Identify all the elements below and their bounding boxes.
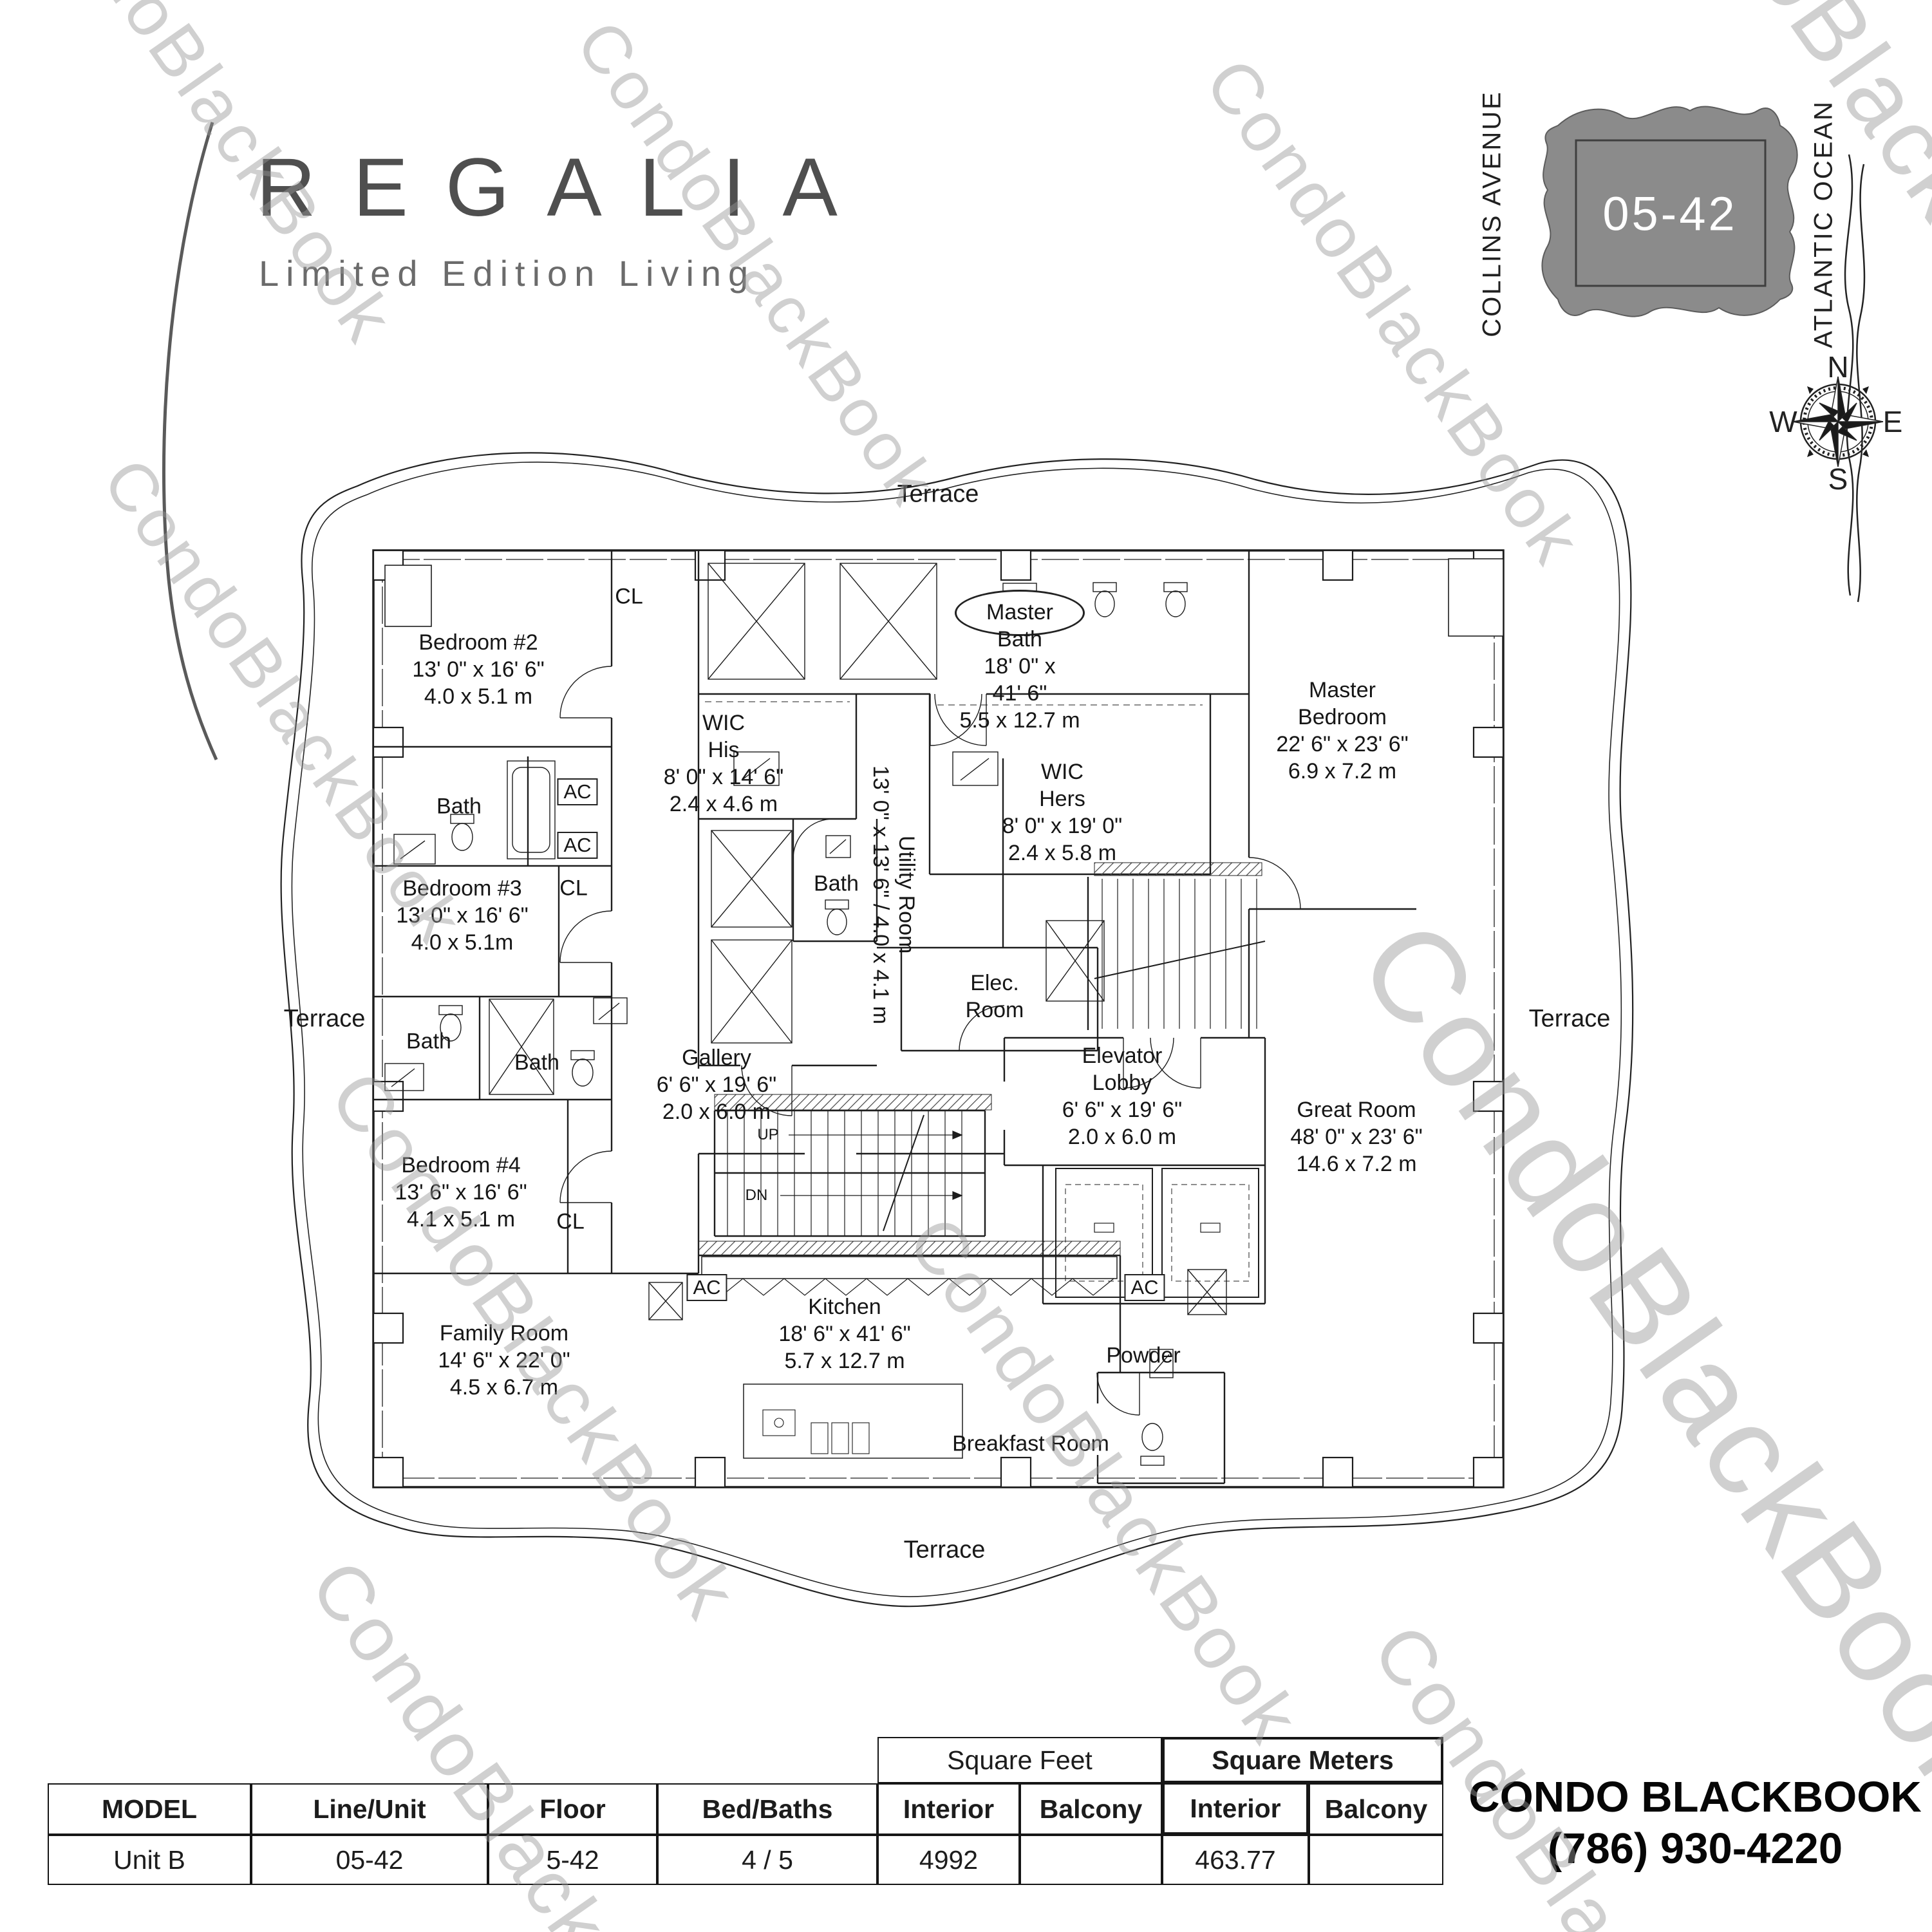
hatched-walls	[698, 862, 1262, 1256]
bath-fixtures	[384, 582, 1203, 1466]
footer-brand: CONDO BLACKBOOK (786) 930-4220	[1460, 1772, 1930, 1875]
cell-bed-baths: 4 / 5	[657, 1835, 877, 1885]
terrace-label-right: Terrace	[1528, 1005, 1611, 1033]
stairs-up-label: UP	[757, 1126, 779, 1143]
terrace-label-top: Terrace	[897, 480, 979, 508]
compass-south-label: S	[1828, 462, 1848, 496]
unit-perimeter	[372, 549, 1505, 1488]
col-header-sm-interior: Interior	[1162, 1783, 1309, 1835]
ocean-waves	[1844, 154, 1866, 603]
ac-unit-label-4: AC	[1124, 1274, 1165, 1301]
kitchen-fixtures	[701, 1256, 1118, 1459]
closet-label-bedroom3: CL	[559, 876, 588, 901]
room-label-elec: Elec.Room	[965, 971, 1024, 1022]
stairs-down-label: DN	[745, 1186, 768, 1204]
elevator-cars	[1055, 1168, 1259, 1298]
stairs-lower	[727, 1111, 963, 1236]
col-header-model: MODEL	[48, 1783, 251, 1835]
col-header-sm-balcony: Balcony	[1309, 1783, 1443, 1835]
cell-sm-balcony	[1309, 1835, 1443, 1885]
room-label-breakfast: Breakfast Room	[952, 1431, 1109, 1456]
compass-rose	[1792, 376, 1884, 467]
col-header-sf-balcony: Balcony	[1020, 1783, 1162, 1835]
closet-label-bedroom2: CL	[615, 584, 643, 609]
col-header-bed-baths: Bed/Baths	[657, 1783, 877, 1835]
footer-phone: (786) 930-4220	[1547, 1824, 1843, 1873]
col-header-floor: Floor	[488, 1783, 657, 1835]
bath-label-left: Bath	[406, 1029, 451, 1054]
unit-locator-badge	[1541, 106, 1798, 317]
group-header-square-feet: Square Feet	[877, 1737, 1162, 1783]
terrace-border	[280, 452, 1634, 1608]
ac-unit-label-2: AC	[557, 832, 598, 859]
bath-label-center: Bath	[814, 871, 859, 896]
terrace-label-bottom: Terrace	[903, 1536, 986, 1564]
spec-table-spacer	[251, 1737, 488, 1783]
interior-walls	[373, 550, 1416, 1485]
stairs-service	[1094, 879, 1266, 1029]
compass-east-label: E	[1882, 405, 1903, 438]
spec-table-spacer	[488, 1737, 657, 1783]
ac-unit-label-1: AC	[557, 778, 598, 805]
master-tub-outline	[955, 590, 1085, 636]
closet-label-bedroom4: CL	[556, 1209, 585, 1234]
door-swings	[559, 666, 1301, 1416]
terrace-label-left: Terrace	[283, 1005, 366, 1033]
bath-label-right: Bath	[514, 1050, 559, 1075]
columns	[372, 549, 1505, 1488]
shaft-boxes	[648, 563, 1227, 1320]
compass-north-label: N	[1827, 350, 1849, 384]
street-label-atlantic: ATLANTIC OCEAN	[1809, 100, 1838, 348]
bath-label-bedroom2: Bath	[436, 794, 482, 819]
ac-unit-label-3: AC	[686, 1274, 727, 1301]
group-header-square-meters: Square Meters	[1162, 1737, 1443, 1783]
footer-brand-name: CONDO BLACKBOOK	[1468, 1773, 1922, 1821]
col-header-line-unit: Line/Unit	[251, 1783, 488, 1835]
spec-table-spacer	[657, 1737, 877, 1783]
logo-swoosh	[162, 122, 218, 761]
logo-title: REGALIA	[256, 142, 875, 234]
cell-model: Unit B	[48, 1835, 251, 1885]
unit-number-badge: 05-42	[1602, 187, 1738, 241]
col-header-sf-interior: Interior	[877, 1783, 1020, 1835]
street-label-collins: COLLINS AVENUE	[1477, 90, 1506, 337]
cell-sm-interior: 463.77	[1162, 1835, 1309, 1885]
cell-line-unit: 05-42	[251, 1835, 488, 1885]
logo-subtitle: Limited Edition Living	[259, 253, 756, 294]
spec-table-spacer	[48, 1737, 251, 1783]
compass-west-label: W	[1769, 405, 1797, 438]
cell-sf-interior: 4992	[877, 1835, 1020, 1885]
cell-sf-balcony	[1020, 1835, 1162, 1885]
cell-floor: 5-42	[488, 1835, 657, 1885]
room-label-powder: Powder	[1106, 1343, 1181, 1368]
spec-table: Square Feet Square Meters MODEL Line/Uni…	[48, 1737, 1443, 1885]
